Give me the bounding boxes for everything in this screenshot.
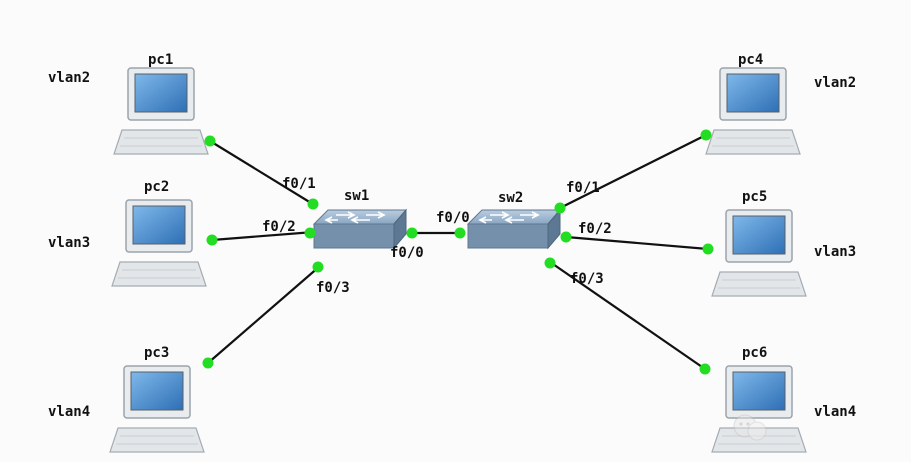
port-dot [554,202,566,214]
pc3-node[interactable]: pc3 vlan4 [48,345,205,453]
computer-icon [705,67,801,155]
port-dot [406,227,418,239]
port-dot [312,261,324,273]
pc5-vlan-label: vlan3 [814,244,856,260]
pc4-vlan-label: vlan2 [814,75,856,91]
pc1-label: pc1 [148,52,173,68]
pc2-vlan-label: vlan3 [48,235,90,251]
computer-icon [113,67,209,155]
sw2-port-f0-3-label: f0/3 [570,271,604,287]
pc4-label: pc4 [738,52,763,68]
port-dots [202,129,714,375]
link-pc2-sw1 [211,230,315,242]
pc3-label: pc3 [144,345,169,361]
sw1-port-f0-2-label: f0/2 [262,219,296,235]
sw1-label: sw1 [344,188,369,204]
port-dot [304,227,316,239]
switch-icon [313,209,407,249]
pc6-node[interactable]: pc6 vlan4 [711,345,856,453]
port-dot [204,135,216,147]
link-sw2-pc4 [559,134,707,209]
pc4-node[interactable]: pc4 vlan2 [705,52,856,155]
port-dot [202,357,214,369]
sw2-port-f0-1-label: f0/1 [566,180,600,196]
pc2-label: pc2 [144,179,169,195]
switch-icon [467,209,561,249]
sw2-port-f0-2-label: f0/2 [578,221,612,237]
links [207,134,709,370]
link-pc3-sw1 [207,265,321,364]
pc5-label: pc5 [742,189,767,205]
port-dot [700,129,712,141]
pc1-vlan-label: vlan2 [48,70,90,86]
sw2-label: sw2 [498,190,523,206]
pc5-node[interactable]: pc5 vlan3 [711,189,856,297]
port-dot [560,231,572,243]
sw1-node[interactable]: sw1 [313,188,407,249]
pc6-label: pc6 [742,345,767,361]
computer-icon [111,199,207,287]
computer-icon [109,365,205,453]
link-sw2-pc6 [549,261,706,370]
port-dot [307,198,319,210]
link-pc1-sw1 [209,140,317,207]
sw2-node[interactable]: sw2 [467,190,561,249]
watermark-logo [733,414,767,441]
sw2-port-f0-0-label: f0/0 [436,210,470,226]
pc6-vlan-label: vlan4 [814,404,856,420]
port-dot [206,234,218,246]
sw1-port-f0-1-label: f0/1 [282,176,316,192]
sw1-port-f0-3-label: f0/3 [316,280,350,296]
port-dot [454,227,466,239]
port-dot [702,243,714,255]
link-sw2-pc5 [565,235,709,251]
port-dot [699,363,711,375]
pc2-node[interactable]: pc2 vlan3 [48,179,207,287]
port-dot [544,257,556,269]
pc1-node[interactable]: pc1 vlan2 [48,52,209,155]
sw1-port-f0-0-label: f0/0 [390,245,424,261]
pc3-vlan-label: vlan4 [48,404,90,420]
computer-icon [711,209,807,297]
